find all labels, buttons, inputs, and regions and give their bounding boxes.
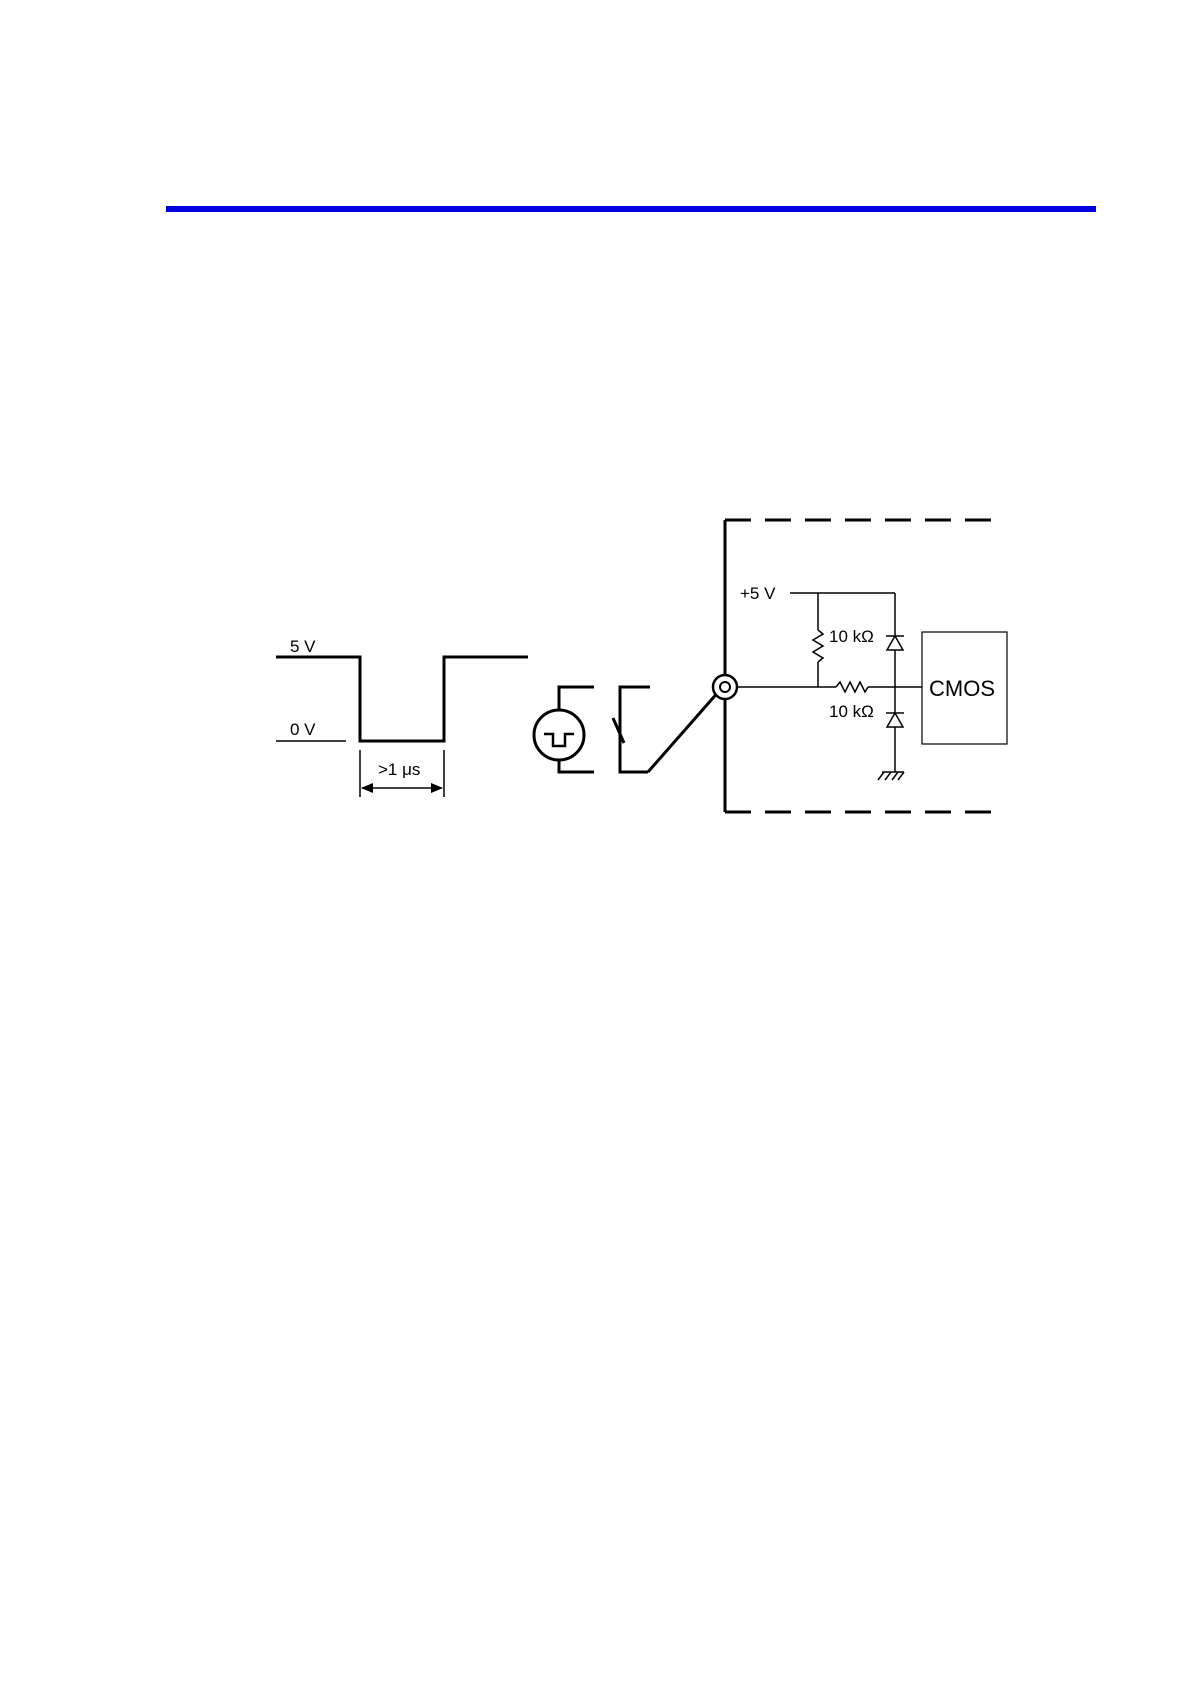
cmos-label: CMOS bbox=[929, 676, 995, 701]
series-resistor-icon bbox=[836, 682, 868, 692]
arrowhead-right bbox=[431, 783, 443, 793]
upper-clamp-diode-icon bbox=[887, 636, 903, 650]
pullup-resistor-icon bbox=[813, 630, 823, 662]
high-level-label: 5 V bbox=[290, 637, 316, 656]
pulse-width-label: >1 μs bbox=[378, 760, 420, 779]
bnc-connector-icon bbox=[713, 675, 737, 699]
pullup-resistor-label: 10 kΩ bbox=[829, 627, 874, 646]
ground-icon bbox=[878, 772, 904, 780]
supply-voltage-label: +5 V bbox=[740, 584, 776, 603]
arrowhead-left bbox=[361, 783, 373, 793]
switch-icon bbox=[613, 687, 720, 772]
series-resistor-label: 10 kΩ bbox=[829, 702, 874, 721]
low-level-label: 0 V bbox=[290, 720, 316, 739]
pulse-generator-icon bbox=[534, 687, 594, 772]
lower-clamp-diode-icon bbox=[887, 713, 903, 727]
instrument-boundary bbox=[725, 520, 1003, 812]
